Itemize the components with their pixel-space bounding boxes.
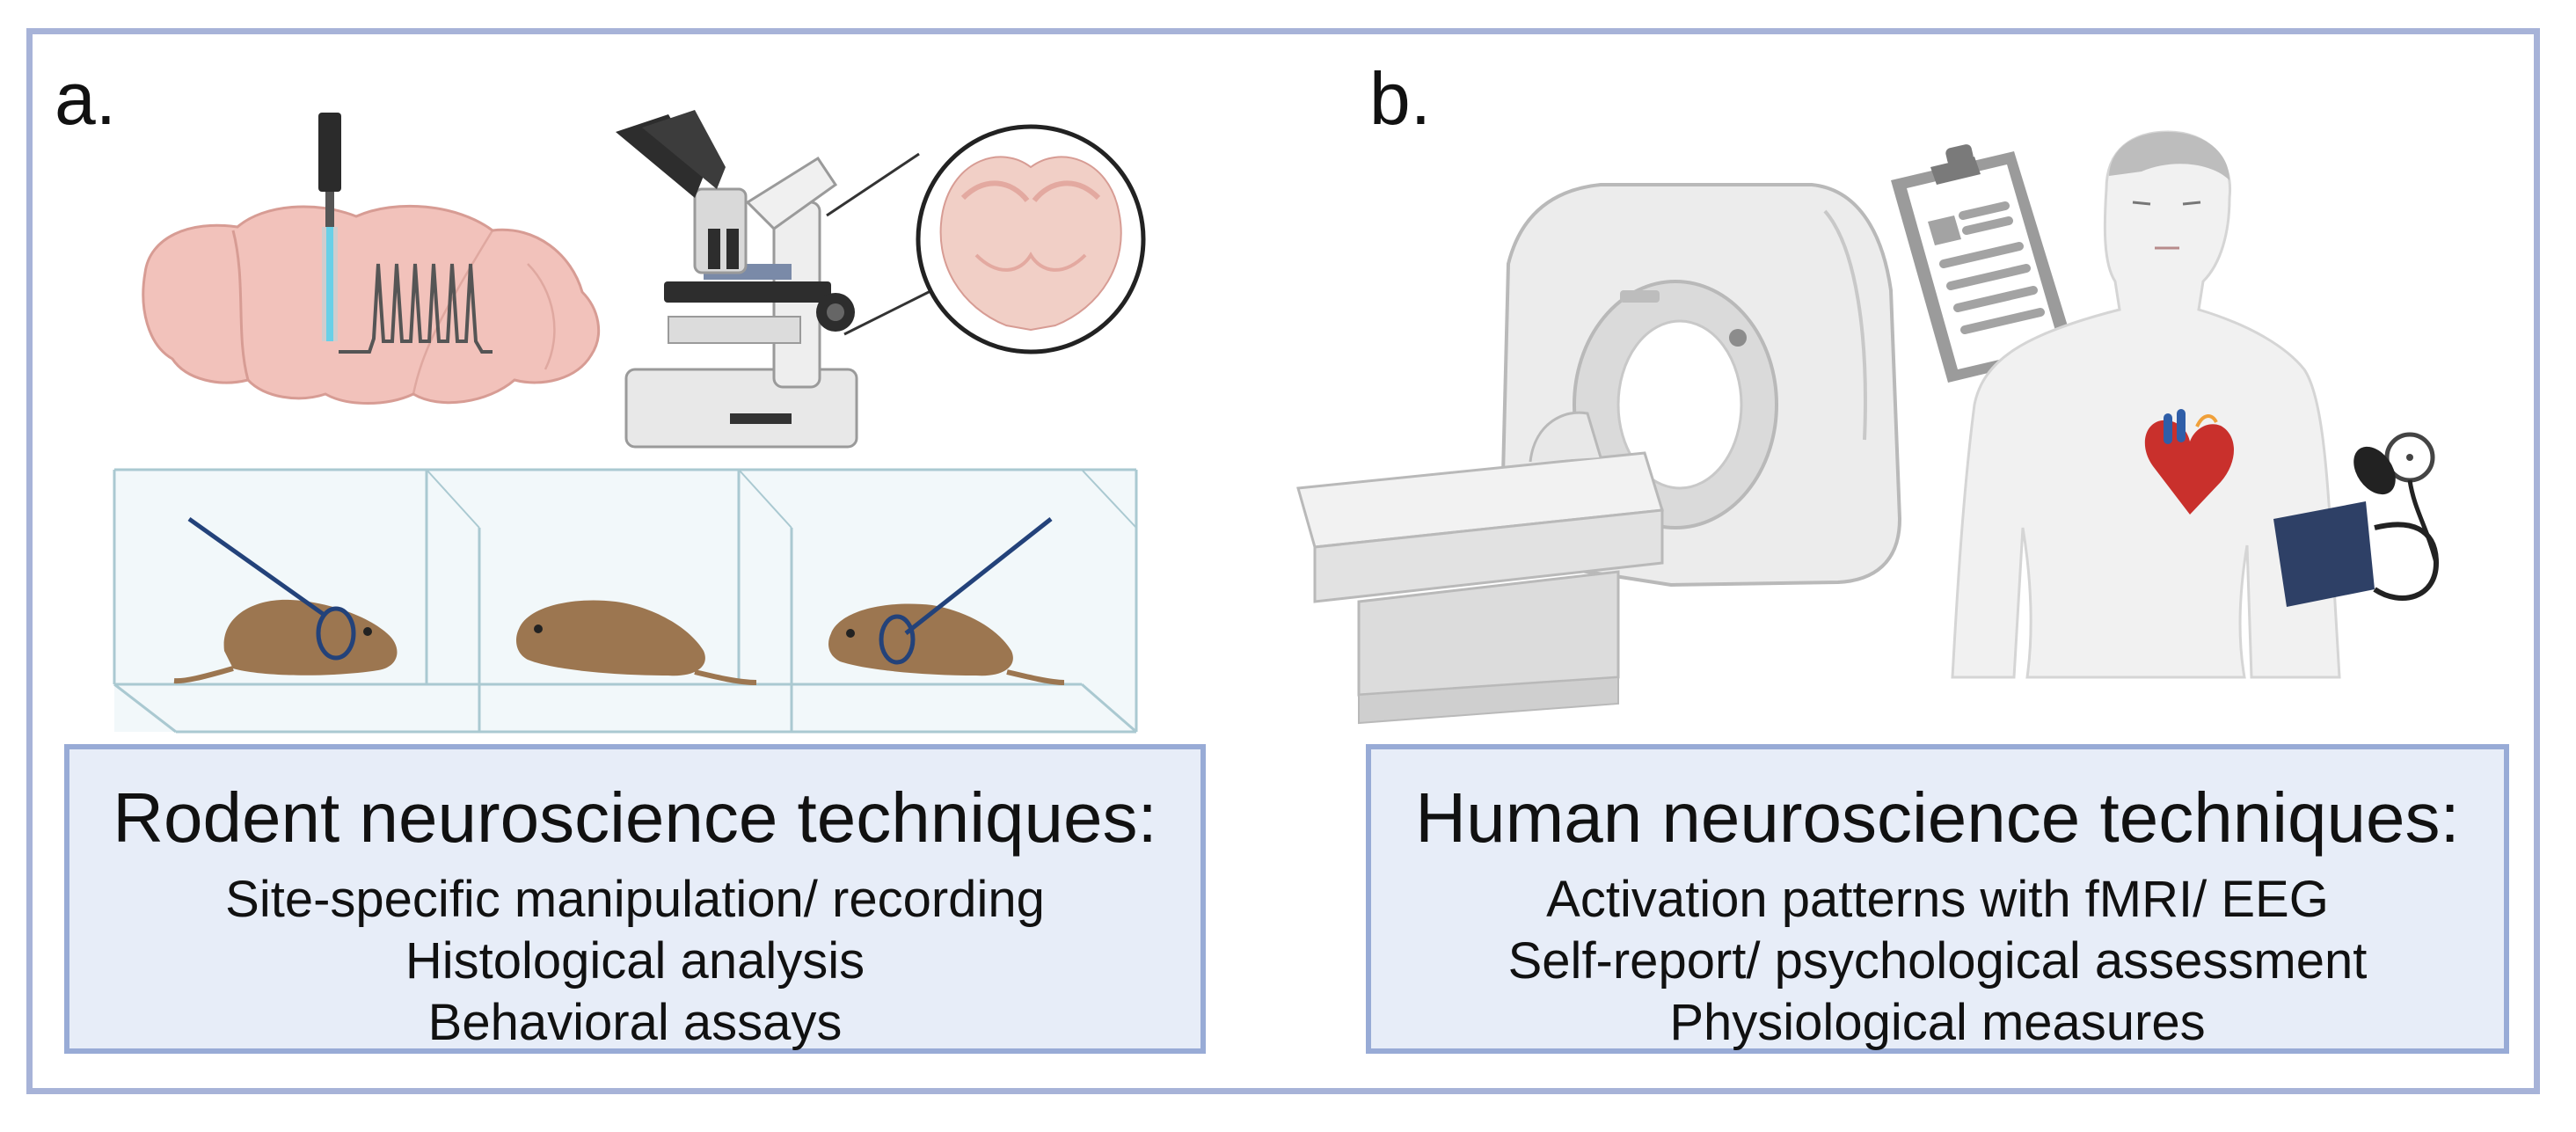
three-chamber-box-icon (113, 468, 1138, 734)
list-item: Histological analysis (405, 932, 865, 990)
rodent-icon (173, 516, 398, 684)
brain-section-icon (826, 124, 1146, 354)
rodent-icon (516, 600, 757, 685)
blood-pressure-cuff-icon (2273, 432, 2440, 607)
optogenetic-probe-icon (318, 113, 341, 341)
rodent-techniques-list: Site-specific manipulation/ recording Hi… (69, 869, 1200, 1054)
human-techniques-heading: Human neuroscience techniques: (1415, 778, 2460, 857)
spike-train-icon (339, 263, 493, 354)
mri-scanner-icon (1296, 183, 1902, 725)
rodent-techniques-heading: Rodent neuroscience techniques: (113, 778, 1157, 857)
clipboard-icon (1891, 144, 2076, 383)
list-item: Behavioral assays (427, 994, 843, 1051)
rodent-icon (828, 517, 1065, 685)
list-item: Site-specific manipulation/ recording (225, 871, 1045, 928)
panel-a-label: a. (55, 57, 117, 140)
list-item: Activation patterns with fMRI/ EEG (1546, 871, 2329, 928)
human-techniques-list: Activation patterns with fMRI/ EEG Self-… (1371, 869, 2504, 1054)
heart-icon (2144, 409, 2234, 515)
human-techniques-box: Human neuroscience techniques: Activatio… (1366, 744, 2509, 1054)
rodent-brain-icon (142, 204, 601, 405)
list-item: Self-report/ psychological assessment (1507, 932, 2368, 990)
rodent-techniques-box: Rodent neuroscience techniques: Site-spe… (64, 744, 1206, 1054)
panel-b-label: b. (1369, 57, 1432, 140)
list-item: Physiological measures (1669, 994, 2206, 1051)
human-torso-icon (1951, 130, 2341, 679)
microscope-icon (616, 110, 858, 449)
